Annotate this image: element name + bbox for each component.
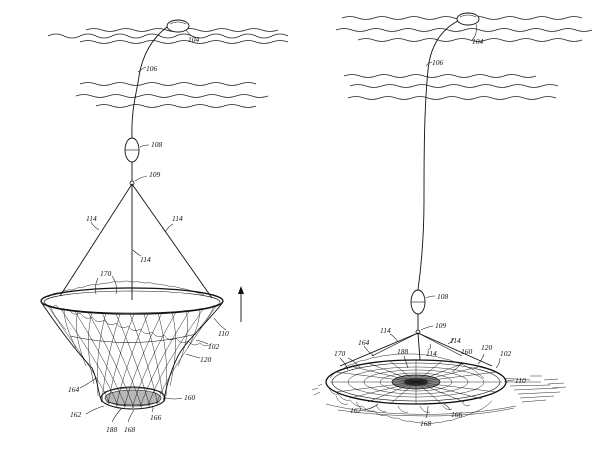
left-label-mesh: 102 <box>208 342 220 351</box>
right-bridle-lines <box>339 332 493 367</box>
left-label-bottom-a: 188 <box>106 425 118 434</box>
left-label-bottom-c: 166 <box>150 413 162 422</box>
left-line <box>131 26 168 139</box>
left-label-bottom-b: 168 <box>124 425 136 434</box>
seabed <box>311 375 567 417</box>
right-water-waves <box>335 16 593 100</box>
right-figure: 104 106 108 109 114 114 114 <box>311 12 593 428</box>
right-line <box>417 20 459 291</box>
right-label-bridle-b: 114 <box>426 349 437 358</box>
left-weight <box>124 137 140 163</box>
left-bridle-lines <box>59 183 213 300</box>
left-label-bridle-c: 114 <box>140 255 151 264</box>
left-label-weight: 108 <box>151 140 163 149</box>
right-label-base-ring: 160 <box>461 347 473 356</box>
left-label-float: 104 <box>188 35 200 44</box>
left-label-base-ring: 160 <box>184 393 196 402</box>
left-label-side-ring: 164 <box>68 385 80 394</box>
right-label-line: 106 <box>432 58 444 67</box>
left-label-bridle-a: 114 <box>86 214 97 223</box>
right-label-mid-hoop: 120 <box>481 343 493 352</box>
lift-arrow <box>238 286 244 322</box>
left-label-bottom-left: 162 <box>70 410 82 419</box>
right-label-bottom-left: 162 <box>350 406 362 415</box>
left-figure: 104 106 108 109 114 114 114 <box>40 19 289 434</box>
left-label-top-hoop: 170 <box>100 269 112 278</box>
right-float <box>456 12 480 26</box>
left-label-bridle-b: 114 <box>172 214 183 223</box>
left-label-mid-hoop: 120 <box>200 355 212 364</box>
right-trap <box>325 353 507 425</box>
left-water-waves <box>47 28 289 108</box>
right-label-ring: 109 <box>435 321 447 330</box>
right-label-trap: 110 <box>515 376 526 385</box>
right-label-top-hoop: 170 <box>334 349 346 358</box>
right-label-bottom-b: 166 <box>451 410 463 419</box>
right-label-bottom-a: 168 <box>420 419 432 428</box>
right-weight <box>410 289 426 315</box>
left-trap <box>40 280 224 410</box>
right-label-weight: 108 <box>437 292 449 301</box>
right-label-mesh: 102 <box>500 349 512 358</box>
left-label-ring: 109 <box>149 170 161 179</box>
right-label-bridle-c: 114 <box>450 336 461 345</box>
right-label-center: 188 <box>397 347 409 356</box>
right-label-float: 104 <box>472 37 484 46</box>
right-label-side-ring: 164 <box>358 338 370 347</box>
left-label-trap: 110 <box>218 329 229 338</box>
left-label-line: 106 <box>146 64 158 73</box>
left-float <box>166 19 190 33</box>
right-label-bridle-a: 114 <box>380 326 391 335</box>
